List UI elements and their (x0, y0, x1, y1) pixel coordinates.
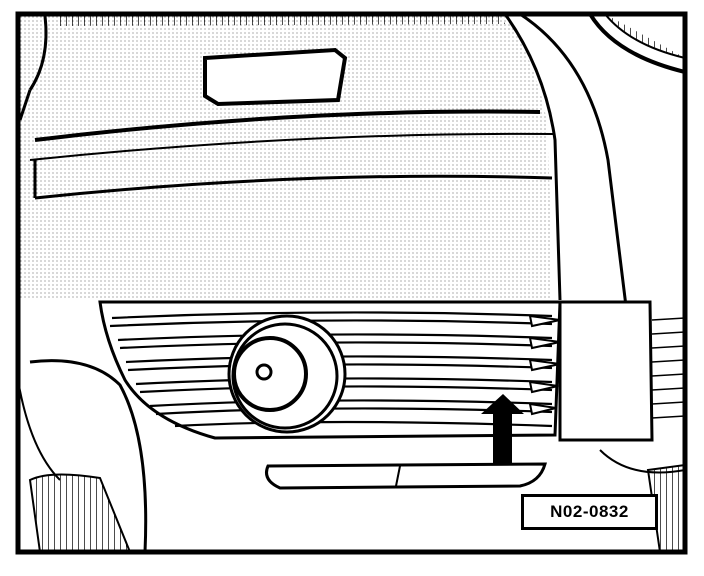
tyre (28, 473, 132, 552)
headlight-corner (588, 14, 685, 74)
reference-code-text: N02-0832 (550, 502, 629, 521)
reference-label: N02-0832 (521, 494, 658, 530)
side-grille (558, 300, 654, 442)
bumper-crease-lower (34, 174, 553, 200)
bumper-corner (29, 359, 148, 552)
chin-opening (265, 462, 547, 490)
plate-recess (203, 47, 348, 107)
fog-lamp (227, 314, 347, 434)
drawing-area (18, 14, 685, 552)
bumper-crease-upper (34, 109, 541, 142)
hood-top-hatching (58, 14, 505, 26)
fender-edge (503, 14, 562, 301)
hood-panel (18, 14, 552, 300)
up-arrow-indicator (481, 394, 524, 463)
